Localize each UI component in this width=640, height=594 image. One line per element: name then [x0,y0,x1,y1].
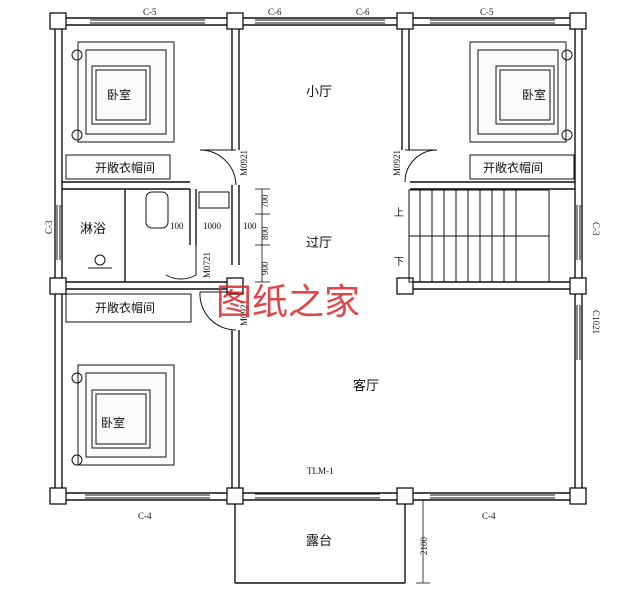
window-labels: C-5 C-6 C-6 C-5 C-4 C-4 C-3 C-3 C1021 [44,7,601,521]
window-label-right-living: C1021 [591,310,601,334]
stair-up-label: 上 [394,207,404,219]
window-label-top-mid-left: C-6 [268,7,282,17]
window-label-right: C-3 [591,222,601,236]
closet-bottom-left: 开敞衣帽间 [95,300,155,315]
bed-bottom-left [71,364,175,466]
door-labels: M0921 M0921 M0721 M0921 TLM-1 [202,150,402,476]
door-label-stair-side: M0921 [392,150,402,176]
staircase [408,189,550,283]
window-label-top-left: C-5 [143,7,157,17]
dim-900: 900 [260,261,270,275]
window-label-top-mid-right: C-6 [356,7,370,17]
stair-down-label: 下 [394,257,404,268]
door-label-closet-bottom: M0921 [239,300,249,326]
dim-1000: 1000 [203,221,222,231]
room-small-hall: 小厅 [306,85,332,100]
dim-700: 700 [260,194,270,208]
room-corridor-hall: 过厅 [306,236,332,251]
bed-top-right [469,41,573,143]
watermark: 图纸之家 [216,282,360,323]
window-label-top-right: C-5 [480,7,494,17]
dim-800: 800 [260,226,270,240]
door-label-small-hall: M0921 [239,150,249,176]
closet-top-right: 开敞衣帽间 [483,160,543,175]
door-label-sliding: TLM-1 [307,466,334,476]
dim-2100: 2100 [419,537,429,556]
dimension-labels: 100 1000 100 700 800 900 2100 [170,194,429,555]
windows [56,19,581,499]
door-label-shower: M0721 [202,252,212,278]
closets [65,154,575,323]
room-living: 客厅 [353,378,379,394]
stair-labels: 上 下 [394,207,404,268]
bed-top-left [71,41,175,143]
dimension-lines [255,188,430,584]
closet-top-left: 开敞衣帽间 [95,160,155,175]
window-label-left: C-3 [44,220,54,234]
window-label-bottom-left: C-4 [138,511,152,521]
structural-columns [49,12,587,505]
room-bedroom-bottom-left: 卧室 [101,415,125,430]
room-bedroom-top-right: 卧室 [522,87,546,102]
room-terrace: 露台 [306,534,332,549]
room-labels: 卧室 卧室 卧室 小厅 过厅 客厅 淋浴 露台 开敞衣帽间 开敞衣帽间 开敞衣帽… [80,85,546,549]
bathroom-fixtures [88,191,230,269]
room-shower: 淋浴 [80,222,106,237]
outer-walls [54,17,583,584]
doors [165,149,438,331]
dim-100b: 100 [243,221,257,231]
window-label-bottom-right: C-4 [482,511,496,521]
dim-100a: 100 [170,221,184,231]
room-bedroom-top-left: 卧室 [107,87,131,102]
sliding-door [255,493,380,499]
